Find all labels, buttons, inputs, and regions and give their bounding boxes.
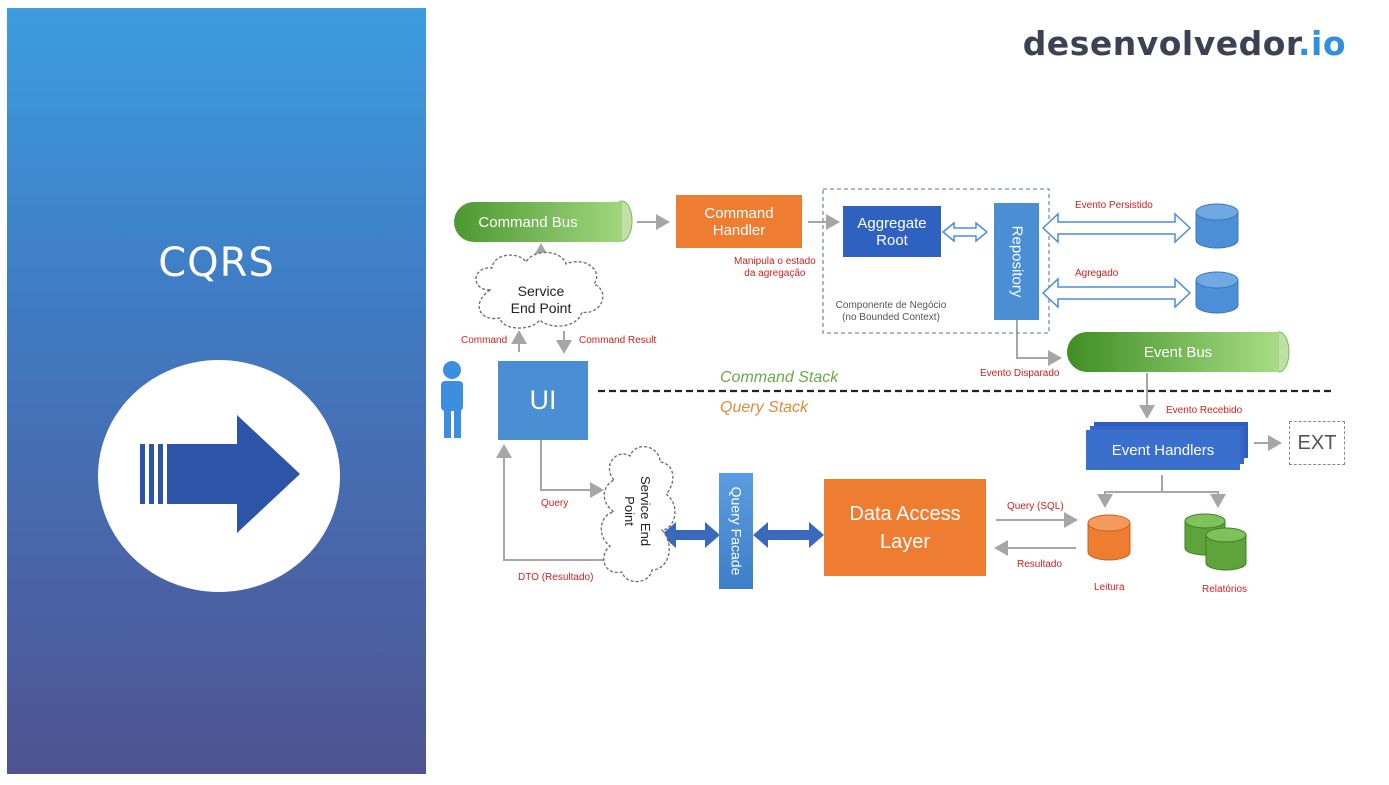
arrow-right-icon — [140, 415, 300, 533]
label-resultado: Resultado — [1017, 559, 1063, 570]
label-query: Query — [541, 498, 569, 509]
query-facade: Query Facade — [719, 473, 753, 589]
cloud-icon — [475, 251, 604, 329]
arrow-circle — [98, 360, 340, 592]
ui-box: UI — [498, 361, 588, 440]
command-bus: Command Bus — [454, 202, 622, 242]
database-icon — [1184, 513, 1247, 571]
brand-logo: desenvolvedor.io — [1022, 24, 1346, 63]
ext-box: EXT — [1289, 421, 1345, 465]
cloud-icon — [600, 445, 676, 583]
label-query-stack: Query Stack — [720, 399, 809, 416]
label-evento-disparado: Evento Disparado — [980, 368, 1060, 379]
person-icon — [441, 361, 463, 438]
sidebar-panel: CQRS — [7, 8, 426, 774]
event-bus: Event Bus — [1067, 332, 1279, 372]
label-query-sql: Query (SQL) — [1007, 501, 1064, 512]
label-evento-recebido: Evento Recebido — [1166, 405, 1243, 416]
repository: Repository — [994, 203, 1039, 320]
database-icon — [1195, 203, 1239, 249]
label-command-stack: Command Stack — [720, 369, 839, 386]
label-command-result: Command Result — [579, 335, 657, 346]
label-evento-persistido: Evento Persistido — [1075, 200, 1153, 211]
database-icon — [1195, 271, 1239, 314]
database-icon — [1087, 514, 1131, 561]
label-dto: DTO (Resultado) — [518, 572, 594, 583]
label-leitura: Leitura — [1094, 582, 1125, 593]
event-handlers: Event Handlers — [1086, 430, 1240, 470]
label-relatorios: Relatórios — [1202, 584, 1248, 595]
label-componente: Componente de Negócio(no Bounded Context… — [835, 300, 947, 323]
label-agregado: Agregado — [1075, 268, 1119, 279]
label-command: Command — [461, 335, 508, 346]
sidebar-title: CQRS — [158, 240, 275, 286]
